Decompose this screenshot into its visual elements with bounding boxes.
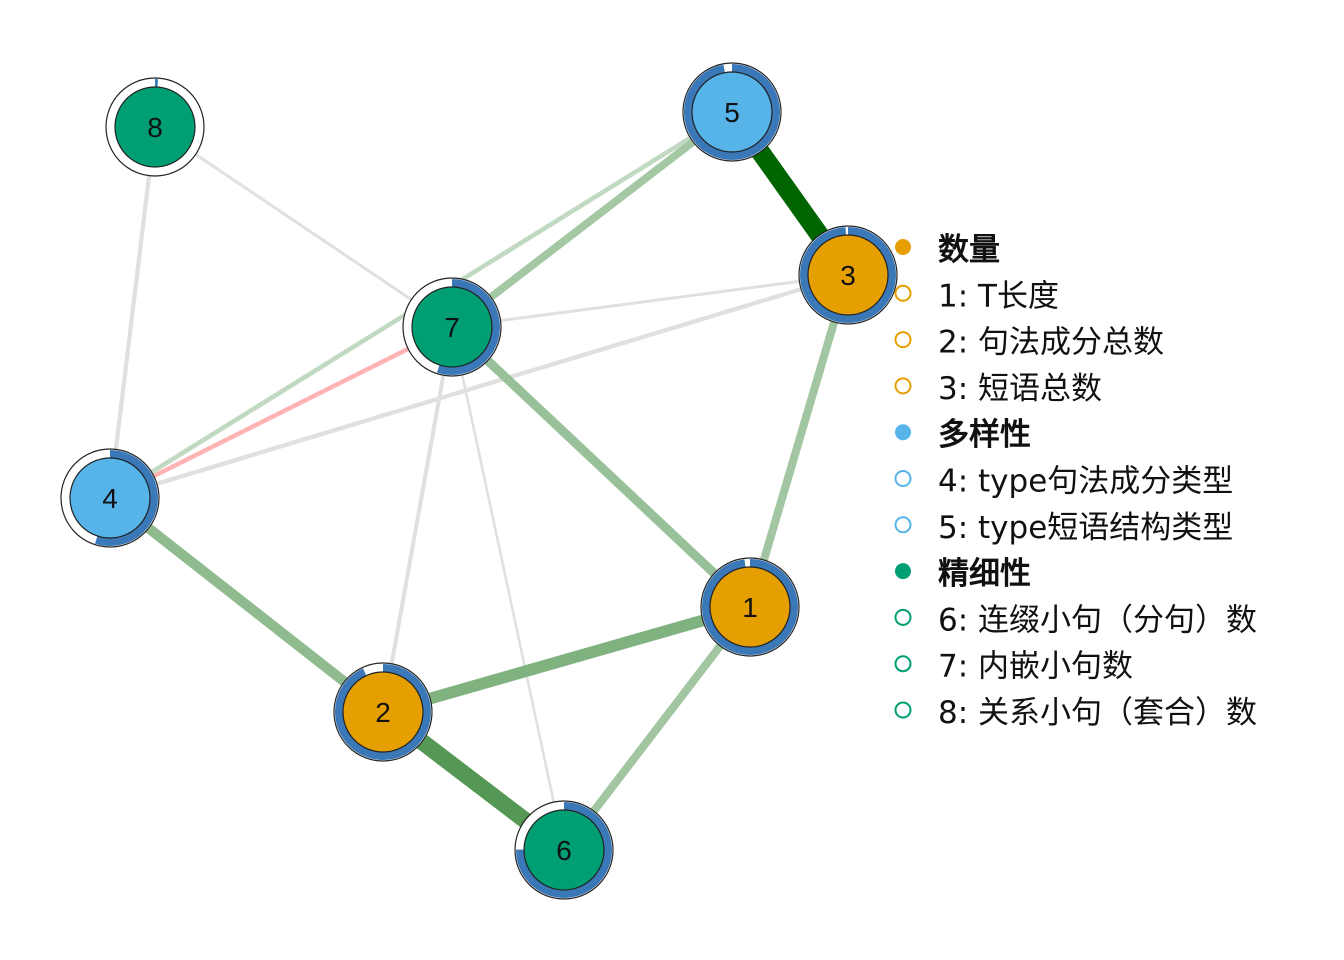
node-label: 5 <box>724 97 740 128</box>
legend-item: 8: 关系小句（套合）数 <box>894 695 1257 731</box>
node-2[interactable]: 2 <box>333 662 433 762</box>
edge-7-5 <box>449 108 735 331</box>
node-8[interactable]: 8 <box>105 77 205 177</box>
edges-layer <box>106 106 856 857</box>
node-ring <box>800 227 896 323</box>
legend-item-label: 6: 连缀小句（分句）数 <box>938 602 1257 638</box>
legend-hollow-dot-icon <box>894 377 912 395</box>
legend-item-label: 8: 关系小句（套合）数 <box>938 695 1257 731</box>
edge-4-2 <box>106 493 387 717</box>
edge-8-7 <box>154 125 453 329</box>
node-3[interactable]: 3 <box>798 225 898 325</box>
node-fill <box>523 809 605 891</box>
node-4[interactable]: 4 <box>60 448 160 548</box>
nodes-layer: 1 2 3 4 5 6 7 8 <box>60 62 898 900</box>
legend-group-title: 精细性 <box>938 556 1031 592</box>
edge-7-6 <box>450 326 566 851</box>
legend-group-diversity: 多样性 <box>895 417 1031 453</box>
node-ring <box>62 450 158 546</box>
legend-item-label: 3: 短语总数 <box>938 371 1102 407</box>
legend-group-title: 数量 <box>938 232 1000 268</box>
node-fill <box>69 457 151 539</box>
legend-item: 7: 内嵌小句数 <box>894 649 1133 685</box>
node-fill <box>342 671 424 753</box>
legend-item-label: 7: 内嵌小句数 <box>938 649 1133 685</box>
node-5[interactable]: 5 <box>682 62 782 162</box>
legend-hollow-dot-icon <box>894 331 912 349</box>
edge-6-1 <box>560 604 754 853</box>
legend-hollow-dot-icon <box>894 701 912 719</box>
legend-hollow-dot-icon <box>894 284 912 302</box>
node-label: 2 <box>375 697 391 728</box>
edge-7-3 <box>451 273 849 329</box>
legend-filled-dot-icon <box>895 424 911 441</box>
node-label: 3 <box>840 260 856 291</box>
legend-hollow-dot-icon <box>894 516 912 534</box>
legend-filled-dot-icon <box>895 239 911 255</box>
legend-filled-dot-icon <box>895 563 911 580</box>
node-label: 6 <box>556 835 572 866</box>
node-6[interactable]: 6 <box>514 800 614 900</box>
node-ring <box>335 664 431 760</box>
legend-item-label: 2: 句法成分总数 <box>938 325 1164 361</box>
legend-hollow-dot-icon <box>894 608 912 626</box>
legend-hollow-dot-icon <box>894 470 912 487</box>
edge-8-4 <box>107 126 158 499</box>
edge-3-1 <box>746 273 852 609</box>
edge-4-3 <box>109 272 849 501</box>
node-label: 8 <box>147 112 163 143</box>
legend-hollow-dot-icon <box>894 655 912 673</box>
node-ring <box>107 79 203 175</box>
node-1[interactable]: 1 <box>700 557 800 657</box>
legend-item: 5: type短语结构类型 <box>894 510 1233 546</box>
legend-item-label: 4: type句法成分类型 <box>938 464 1233 500</box>
node-fill <box>691 71 773 153</box>
node-7[interactable]: 7 <box>402 277 502 377</box>
legend-group-quantity: 数量 <box>895 232 1000 268</box>
edge-2-1 <box>381 601 752 718</box>
node-fill <box>709 566 791 648</box>
edge-4-7 <box>109 325 453 500</box>
legend-group-refinement: 精细性 <box>895 556 1031 592</box>
edge-7-1 <box>448 323 754 611</box>
node-ring <box>404 279 500 375</box>
legend-item: 1: T长度 <box>894 278 1059 314</box>
legend-item: 3: 短语总数 <box>894 371 1102 407</box>
node-label: 1 <box>742 592 758 623</box>
legend-item: 4: type句法成分类型 <box>894 464 1233 500</box>
node-label: 7 <box>444 312 460 343</box>
node-ring <box>702 559 798 655</box>
node-fill <box>114 86 196 168</box>
node-label: 4 <box>102 483 118 514</box>
node-fill <box>807 234 889 316</box>
legend-group-title: 多样性 <box>938 417 1031 453</box>
legend-item-label: 5: type短语结构类型 <box>938 510 1233 546</box>
node-ring <box>516 802 612 898</box>
legend-item: 6: 连缀小句（分句）数 <box>894 602 1257 638</box>
legend-item: 2: 句法成分总数 <box>894 325 1164 361</box>
node-fill <box>411 286 493 368</box>
node-ring <box>684 64 780 160</box>
legend-item-label: 1: T长度 <box>938 278 1059 314</box>
edge-7-2 <box>381 326 454 713</box>
